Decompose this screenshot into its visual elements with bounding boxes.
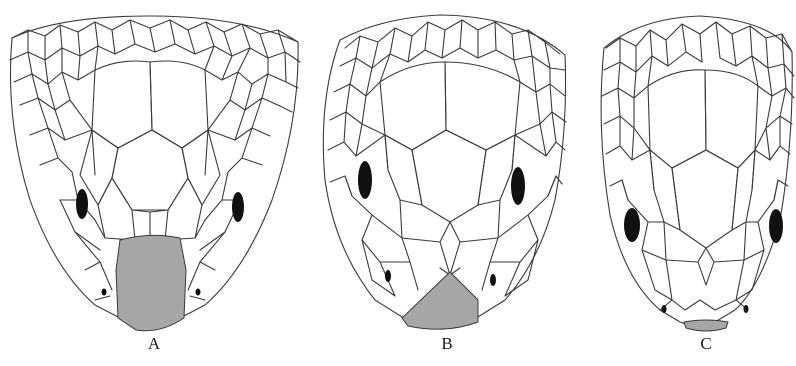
head-c-eye-left bbox=[624, 208, 640, 242]
head-c-parietal-left bbox=[648, 70, 706, 168]
head-c-frontal bbox=[672, 150, 738, 248]
panel-label-c: C bbox=[686, 334, 726, 354]
panel-label-a: A bbox=[134, 334, 174, 354]
head-c-eye-right bbox=[769, 209, 783, 243]
head-c-nostril-right bbox=[744, 305, 749, 313]
panel-label-b: B bbox=[427, 334, 467, 354]
head-c-nostril-left bbox=[662, 305, 667, 313]
head-c-outline bbox=[601, 16, 792, 326]
head-c-rostral-scale bbox=[684, 320, 728, 331]
